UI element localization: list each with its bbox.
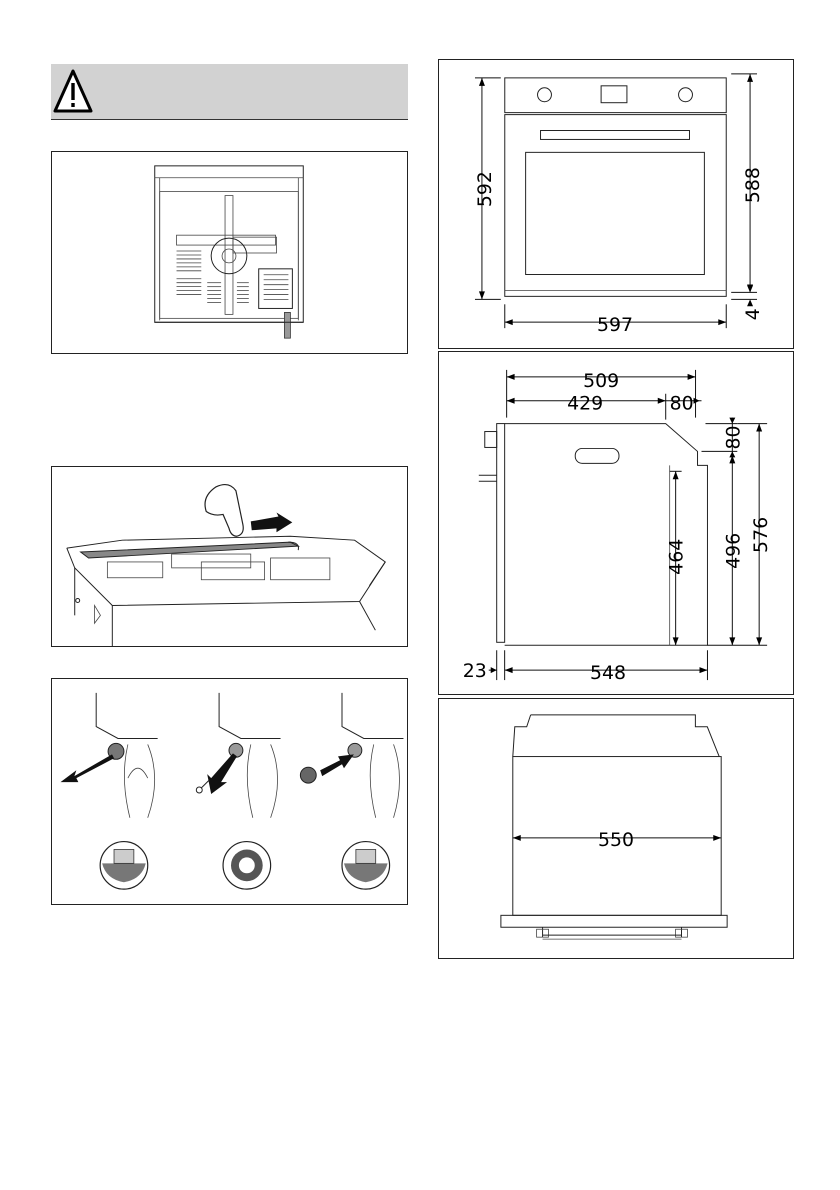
warning-triangle-icon <box>51 64 408 119</box>
plug-step-2 <box>196 693 280 889</box>
panel-side-dimensions: 509 429 80 80 464 496 576 <box>438 351 794 695</box>
dim-side-depth-body: 429 <box>567 393 603 415</box>
panel-oven-top-removal <box>51 466 408 647</box>
plug-step-1 <box>61 693 158 889</box>
front-dimension-drawing: 592 588 4 597 <box>439 60 793 348</box>
fixing-plugs-illustration <box>52 679 407 904</box>
dim-side-depth-bottom: 548 <box>590 662 626 684</box>
dim-side-front-offset: 23 <box>463 660 487 682</box>
dim-front-height-right: 588 <box>742 167 764 203</box>
panel-top-dimensions: 550 <box>438 698 794 959</box>
dim-side-depth-rear-b: 80 <box>722 425 744 449</box>
oven-top-illustration <box>52 467 407 646</box>
dim-top-width: 550 <box>598 830 634 851</box>
warning-banner <box>51 64 408 120</box>
plug-step-3 <box>300 693 403 889</box>
dim-side-height-full: 576 <box>750 517 772 553</box>
panel-oven-rear-view <box>51 151 408 354</box>
dim-side-depth-rear-a: 80 <box>670 393 694 415</box>
dim-front-height-total: 592 <box>474 171 496 207</box>
panel-fixing-plugs <box>51 678 408 905</box>
dim-front-gap: 4 <box>742 308 764 320</box>
top-dimension-drawing: 550 <box>439 699 793 958</box>
dim-front-width: 597 <box>597 314 633 336</box>
oven-rear-illustration <box>52 152 407 353</box>
dim-side-height-inner: 464 <box>666 539 688 575</box>
dim-side-depth-top: 509 <box>583 370 619 392</box>
side-dimension-drawing: 509 429 80 80 464 496 576 <box>439 352 793 694</box>
dim-side-height-mid: 496 <box>722 533 744 569</box>
panel-front-dimensions: 592 588 4 597 <box>438 59 794 349</box>
